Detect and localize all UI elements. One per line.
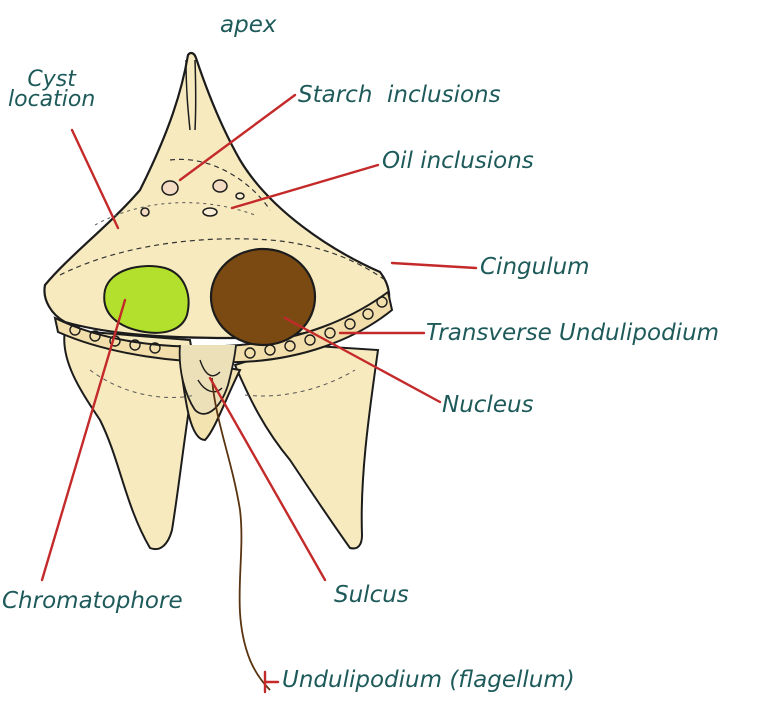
leader-oil: [230, 163, 380, 210]
label-oil-inclusions: Oil inclusions: [382, 148, 534, 174]
chromatophore: [103, 265, 190, 334]
leader-cingulum: [390, 261, 478, 270]
nucleus: [209, 247, 317, 347]
leader-cyst: [70, 128, 120, 230]
label-transverse-undulipodium: Transverse Undulipodium: [426, 320, 720, 346]
hypotheca-dashed-outline: [89, 369, 356, 398]
leader-lines: [40, 93, 478, 694]
label-starch-inclusions: Starch inclusions: [298, 82, 501, 108]
label-cyst-line2: location: [8, 87, 96, 112]
label-nucleus: Nucleus: [442, 392, 534, 418]
hypotheca-right-horn: [233, 343, 380, 550]
cyst-plate-outline: [59, 158, 386, 281]
sulcus-detail: [197, 359, 223, 393]
label-apex: apex: [220, 12, 277, 38]
label-cyst-location: Cyst location: [8, 67, 96, 112]
starch-inclusions: [140, 179, 228, 217]
leader-chromatophore: [40, 298, 127, 582]
label-cingulum: Cingulum: [480, 254, 590, 280]
leader-nucleus: [283, 316, 442, 404]
cyst-inner-outline: [94, 202, 256, 226]
label-cyst-line1: Cyst: [27, 67, 76, 92]
oil-inclusions: [202, 192, 245, 217]
label-chromatophore: Chromatophore: [2, 588, 183, 614]
label-sulcus: Sulcus: [334, 582, 409, 608]
leader-starch: [178, 93, 297, 182]
flagellum: [211, 377, 271, 691]
apex-tip: [185, 59, 197, 131]
hypotheca-left-horn: [63, 328, 197, 550]
leader-sulcus: [208, 376, 327, 582]
label-undulipodium-flagellum: Undulipodium (flagellum): [282, 667, 575, 693]
